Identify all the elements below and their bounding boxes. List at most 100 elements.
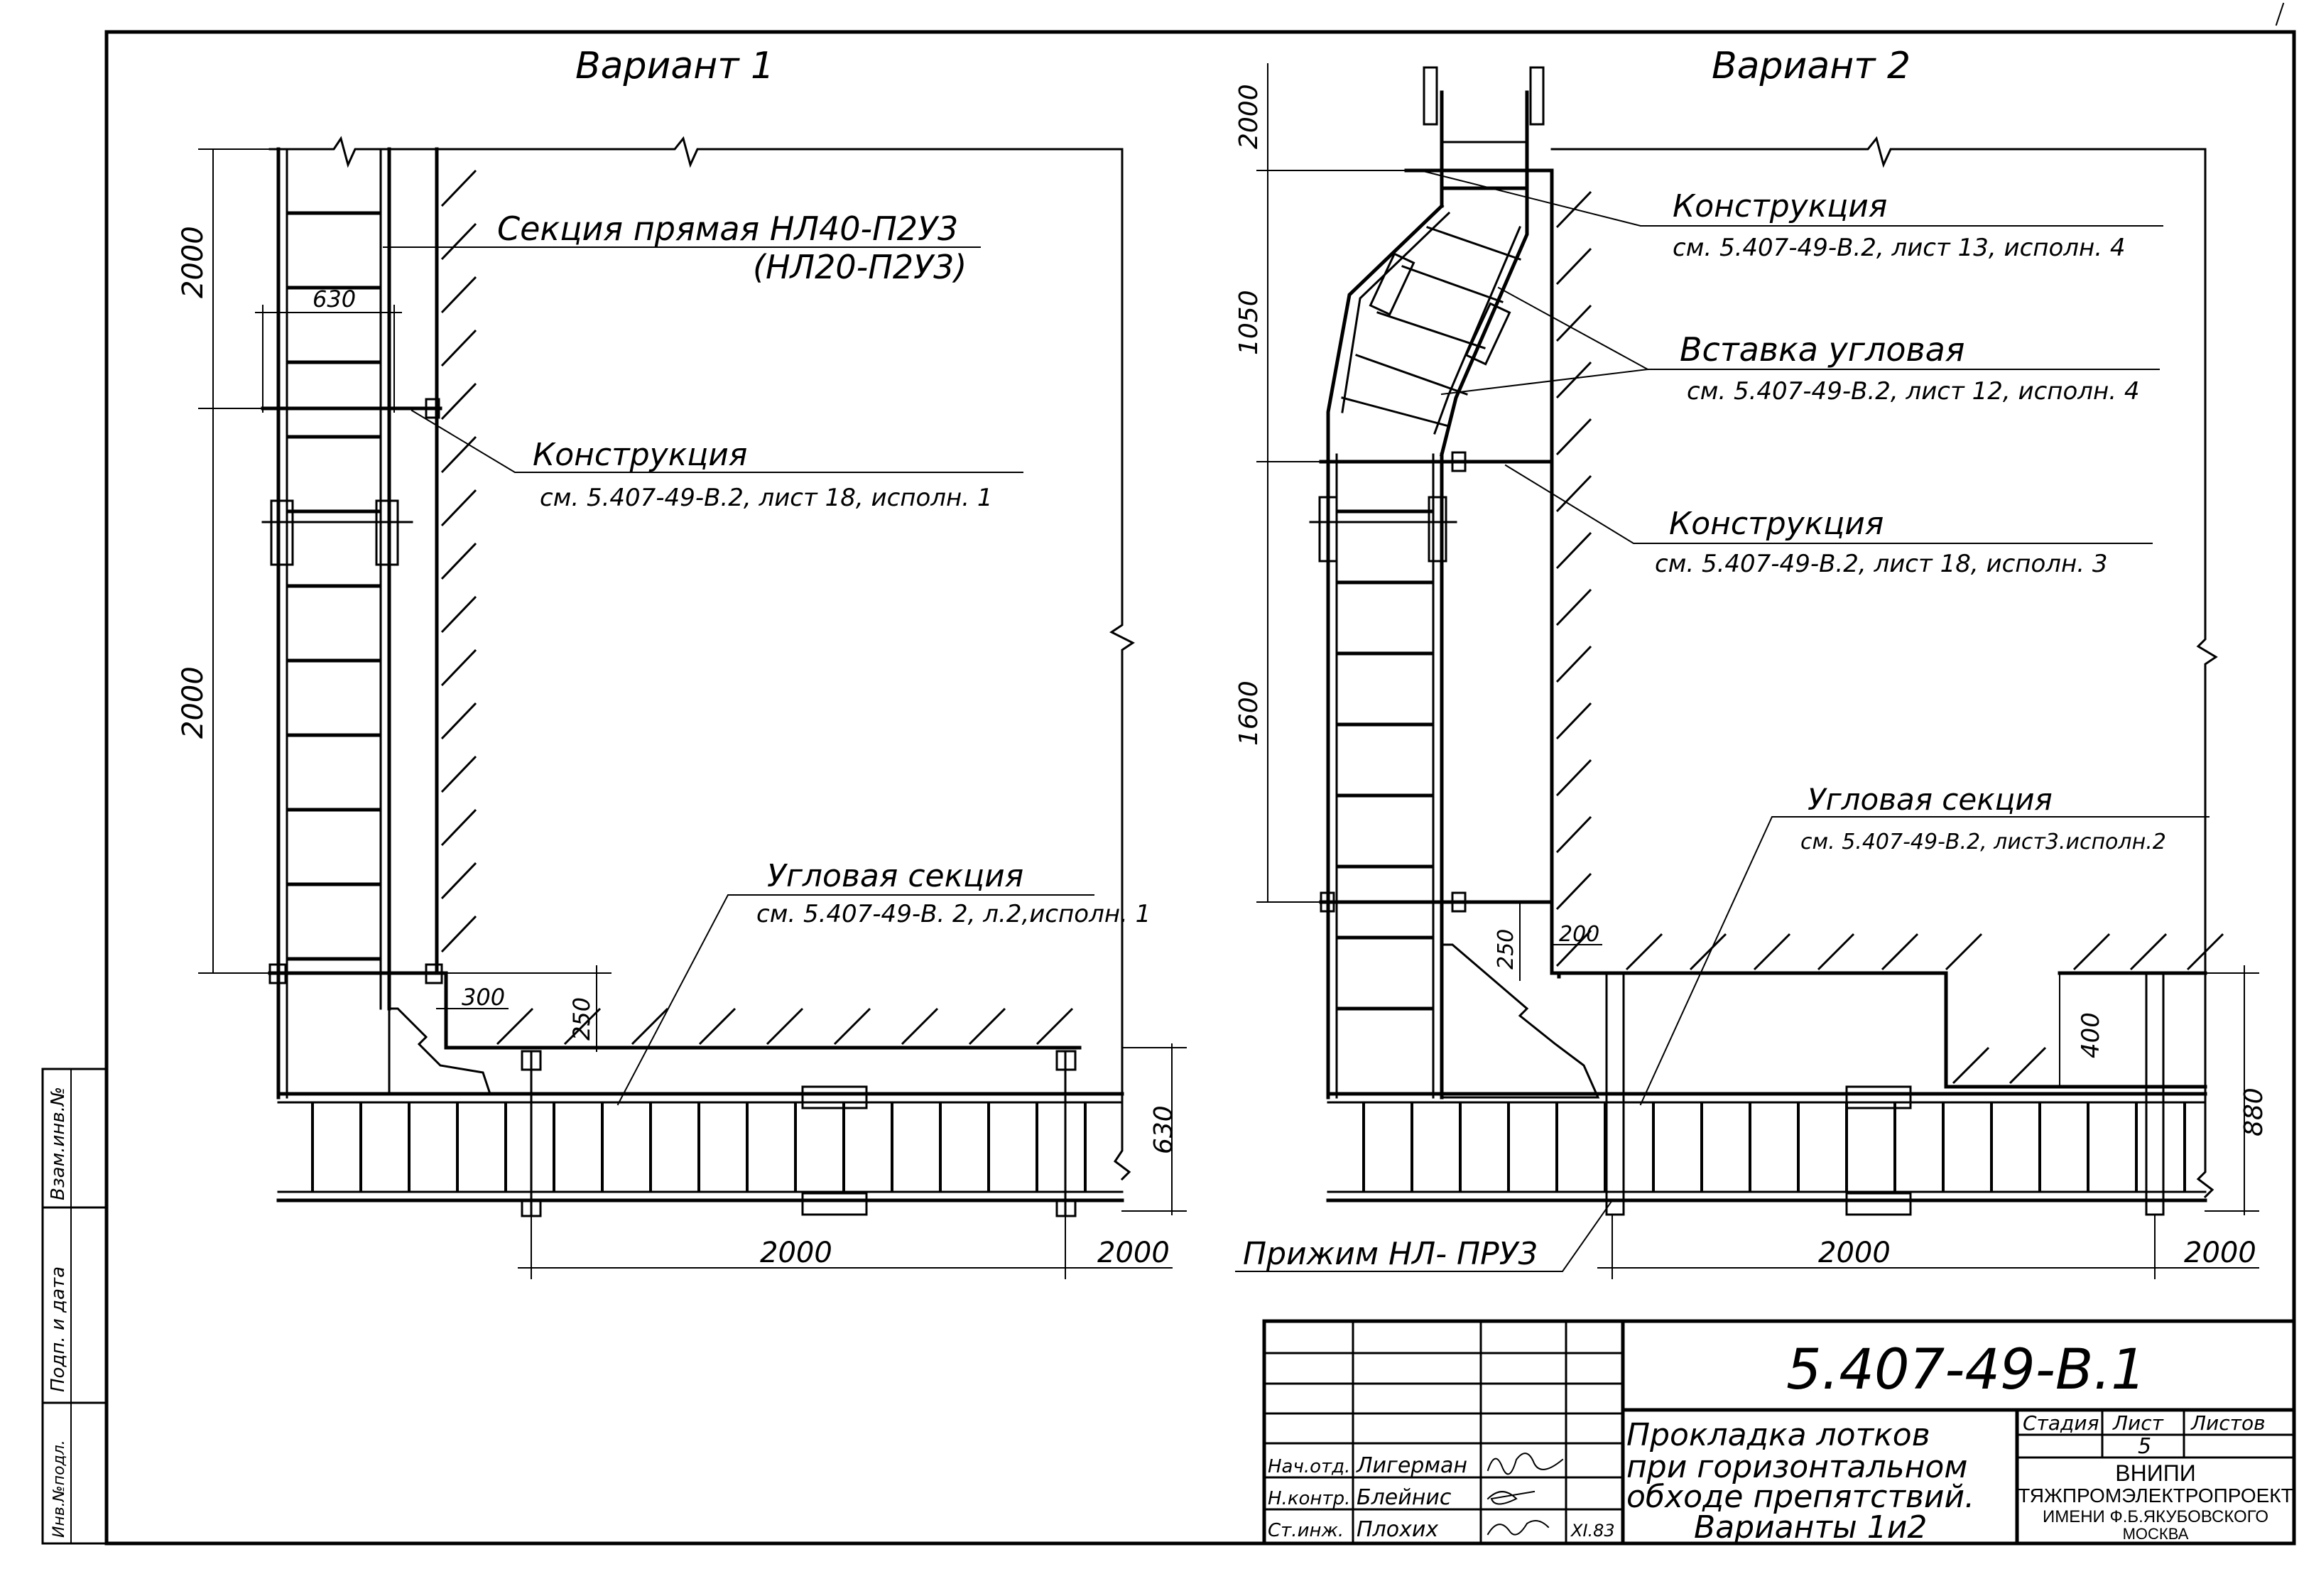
floor-hatch: [1817, 933, 1855, 971]
v2-insert-title: Вставка угловая: [1680, 330, 1964, 369]
title-line-1: Прокладка лотков: [1626, 1417, 1930, 1453]
v2-dim-right: 880: [2239, 1087, 2268, 1136]
v2-dim-top: 2000: [1234, 84, 1263, 149]
v1-vertical-tray: [261, 136, 438, 1100]
v1-dim-bottom-a: 2000: [760, 1237, 832, 1269]
v2-dim-bend: 1050: [1234, 290, 1263, 355]
wall-hatch: [1555, 759, 1592, 797]
wall-hatch: [1555, 304, 1592, 342]
variant-2: Вариант 2: [1234, 45, 2268, 1279]
floor-hatch: [1625, 933, 1663, 971]
floor-hatch: [1881, 933, 1919, 971]
floor-hatch: [1945, 933, 1983, 971]
floor-hatch: [2009, 1046, 2047, 1085]
v1-horizontal-tray: [276, 1050, 1124, 1217]
v1-corner-section: [388, 1007, 492, 1095]
v1-dim-right: 630: [1149, 1105, 1178, 1154]
wall-hatch: [1555, 645, 1592, 683]
v2-vertical-tray: [1309, 452, 1457, 1100]
v1-construction-ref: см. 5.407-49-В.2, лист 18, исполн. 1: [540, 484, 993, 512]
v2-labels: Конструкция см. 5.407-49-В.2, лист 13, и…: [1235, 169, 2210, 1272]
variant-2-title: Вариант 2: [1712, 45, 1911, 87]
v2-dim-bottom-a: 2000: [1818, 1237, 1891, 1269]
v2-wall: [1550, 136, 2224, 1199]
side-stamp: Взам.инв.№ Подп. и дата Инв.№подл.: [41, 1068, 108, 1545]
floor-hatch: [496, 1007, 534, 1046]
wall-hatch: [440, 382, 477, 420]
wall-hatch: [440, 808, 477, 847]
v2-construction1-ref: см. 5.407-49-В.2, лист 13, исполн. 4: [1673, 234, 2126, 262]
v2-insert-ref: см. 5.407-49-В.2, лист 12, исполн. 4: [1687, 377, 2140, 406]
v1-dimensions: 2000 2000 630 300 250 630 2000 2000: [177, 148, 1187, 1279]
stamp-swap-inv: Взам.инв.№: [48, 1087, 69, 1200]
name-1: Лигерман: [1356, 1453, 1467, 1478]
name-3: Плохих: [1357, 1517, 1438, 1542]
v2-dim-offset-v: 250: [1494, 929, 1518, 970]
wall-hatch: [1555, 361, 1592, 399]
wall-hatch: [440, 329, 477, 367]
floor-hatch: [766, 1007, 804, 1046]
variant-1-title: Вариант 1: [575, 45, 774, 87]
name-2: Блейнис: [1357, 1485, 1452, 1510]
stamp-sign-date: Подп. и дата: [48, 1266, 69, 1392]
title-line-4: Варианты 1и2: [1694, 1509, 1927, 1546]
sheet-label: Лист: [2112, 1411, 2164, 1435]
floor-hatch: [698, 1007, 737, 1046]
wall-hatch: [1555, 418, 1592, 456]
org-line-4: МОСКВА: [2123, 1525, 2189, 1543]
wall-hatch: [440, 435, 477, 474]
v2-dimensions: 2000 1050 1600 200 250 400 880 2000 2000: [1234, 63, 2268, 1279]
signature-3: [1487, 1520, 1550, 1536]
v1-labels: Секция прямая НЛ40-П2У3 (НЛ20-П2У3) Конс…: [383, 210, 1151, 1106]
wall-hatch: [440, 702, 477, 740]
signature-1: [1487, 1453, 1564, 1475]
floor-hatch: [2072, 933, 2111, 971]
wall-hatch: [440, 542, 477, 580]
v1-corner-ref: см. 5.407-49-В. 2, л.2,исполн. 1: [756, 900, 1151, 928]
wall-hatch: [1555, 929, 1592, 967]
floor-hatch: [1036, 1007, 1074, 1046]
v1-wall: [435, 136, 1135, 1181]
v2-dim-step: 400: [2077, 1012, 2105, 1058]
sheet-frame: Взам.инв.№ Подп. и дата Инв.№подл.: [41, 30, 2296, 1546]
role-3: Ст.инж.: [1268, 1520, 1344, 1541]
wall-hatch: [440, 648, 477, 687]
corner-mark: [2275, 2, 2285, 26]
v2-corner-title: Угловая секция: [1808, 782, 2053, 817]
v1-section-label-alt: (НЛ20-П2У3): [753, 248, 967, 286]
v2-dim-bottom-b: 2000: [2184, 1237, 2256, 1269]
stamp-inv-orig: Инв.№подл.: [50, 1440, 68, 1538]
floor-hatch: [631, 1007, 669, 1046]
v2-corner-ref: см. 5.407-49-В.2, лист3.исполн.2: [1800, 830, 2166, 854]
signature-2: [1487, 1490, 1536, 1505]
wall-hatch: [1555, 872, 1592, 911]
sheets-label: Листов: [2190, 1411, 2266, 1435]
date-cell: XI.83: [1570, 1521, 1615, 1541]
wall-hatch: [440, 222, 477, 261]
v2-dim-offset-h: 200: [1559, 922, 1599, 947]
wall-hatch: [440, 862, 477, 900]
v1-dim-offset-h: 300: [462, 984, 505, 1011]
v2-clamp-label: Прижим НЛ- ПРУ3: [1243, 1236, 1538, 1272]
stage-label: Стадия: [2023, 1411, 2099, 1435]
role-2: Н.контр.: [1268, 1488, 1350, 1509]
v1-dim-mid: 2000: [177, 666, 210, 739]
sheet-value: 5: [2138, 1434, 2151, 1459]
wall-hatch: [1555, 588, 1592, 626]
wall-hatch: [440, 489, 477, 527]
v2-dim-mid: 1600: [1234, 680, 1263, 746]
floor-hatch: [563, 1007, 602, 1046]
v1-section-label: Секция прямая НЛ40-П2У3: [497, 210, 958, 248]
v2-corner-insert: [1326, 203, 1529, 457]
v1-dim-top: 2000: [177, 226, 210, 298]
v2-construction2-ref: см. 5.407-49-В.2, лист 18, исполн. 3: [1655, 550, 2108, 578]
v1-dim-offset-v: 250: [568, 997, 595, 1041]
title-line-3: обходе препятствий.: [1626, 1479, 1974, 1515]
wall-hatch: [440, 755, 477, 793]
wall-hatch: [440, 915, 477, 953]
doc-number: 5.407-49-В.1: [1786, 1338, 2146, 1402]
wall-hatch: [1555, 474, 1592, 513]
v2-horizontal-tray: [1326, 972, 2207, 1216]
v2-top-stub: [1404, 66, 1550, 208]
